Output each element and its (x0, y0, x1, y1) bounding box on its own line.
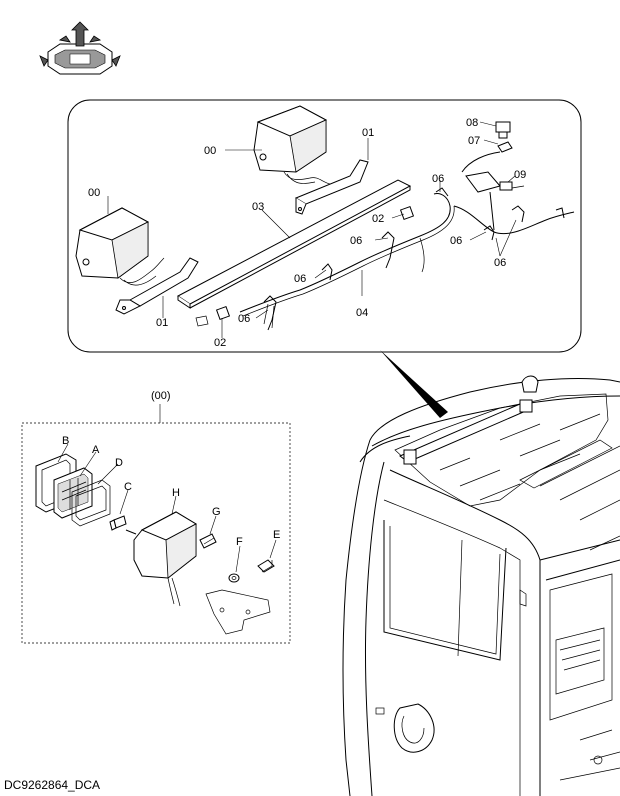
detail-label-a: A (92, 444, 100, 456)
lbl-06-a: 06 (432, 173, 444, 185)
detail-frame (21, 422, 291, 644)
detail-label-e: E (273, 529, 280, 541)
lbl-06-b: 06 (350, 235, 362, 247)
detail-label-b: B (62, 435, 69, 447)
cab-illustration (342, 375, 620, 796)
mounting-bar (177, 179, 412, 309)
lbl-02-bottom: 02 (214, 337, 226, 349)
lbl-06-d: 06 (294, 273, 306, 285)
assembly-frame (67, 99, 582, 353)
detail-leaders (57, 443, 277, 573)
work-light-left (75, 207, 165, 286)
lbl-08: 08 (466, 117, 478, 129)
wire-harness (239, 193, 575, 317)
detail-label-g: G (212, 506, 221, 518)
lbl-04: 04 (356, 307, 368, 319)
detail-label-c: C (124, 481, 132, 493)
lbl-06-f: 06 (494, 257, 506, 269)
detail-parts (35, 453, 275, 635)
clips (263, 187, 565, 331)
figure-caption: DC9262864_DCA (4, 778, 101, 792)
work-light-top (253, 105, 331, 185)
detail-label-f: F (236, 536, 243, 548)
lbl-00-left: 00 (88, 187, 100, 199)
lbl-03: 03 (252, 201, 264, 213)
pointer-arrow (380, 350, 448, 418)
lbl-01-bottom: 01 (156, 317, 168, 329)
lbl-00-top: 00 (204, 145, 216, 157)
detail-label-h: H (172, 487, 180, 499)
relay-assembly (461, 121, 525, 231)
lbl-06-e: 06 (238, 313, 250, 325)
lbl-07: 07 (468, 135, 480, 147)
lbl-06-c: 06 (450, 235, 462, 247)
lbl-09: 09 (514, 169, 526, 181)
bracket-bottom (115, 257, 199, 315)
detail-label-d: D (115, 457, 123, 469)
lbl-02-mid: 02 (372, 213, 384, 225)
bracket-top (294, 159, 369, 215)
cab-orientation-icon (39, 21, 121, 75)
group-label: (00) (151, 390, 171, 402)
leader-lines (107, 121, 517, 338)
lbl-01-top: 01 (362, 127, 374, 139)
